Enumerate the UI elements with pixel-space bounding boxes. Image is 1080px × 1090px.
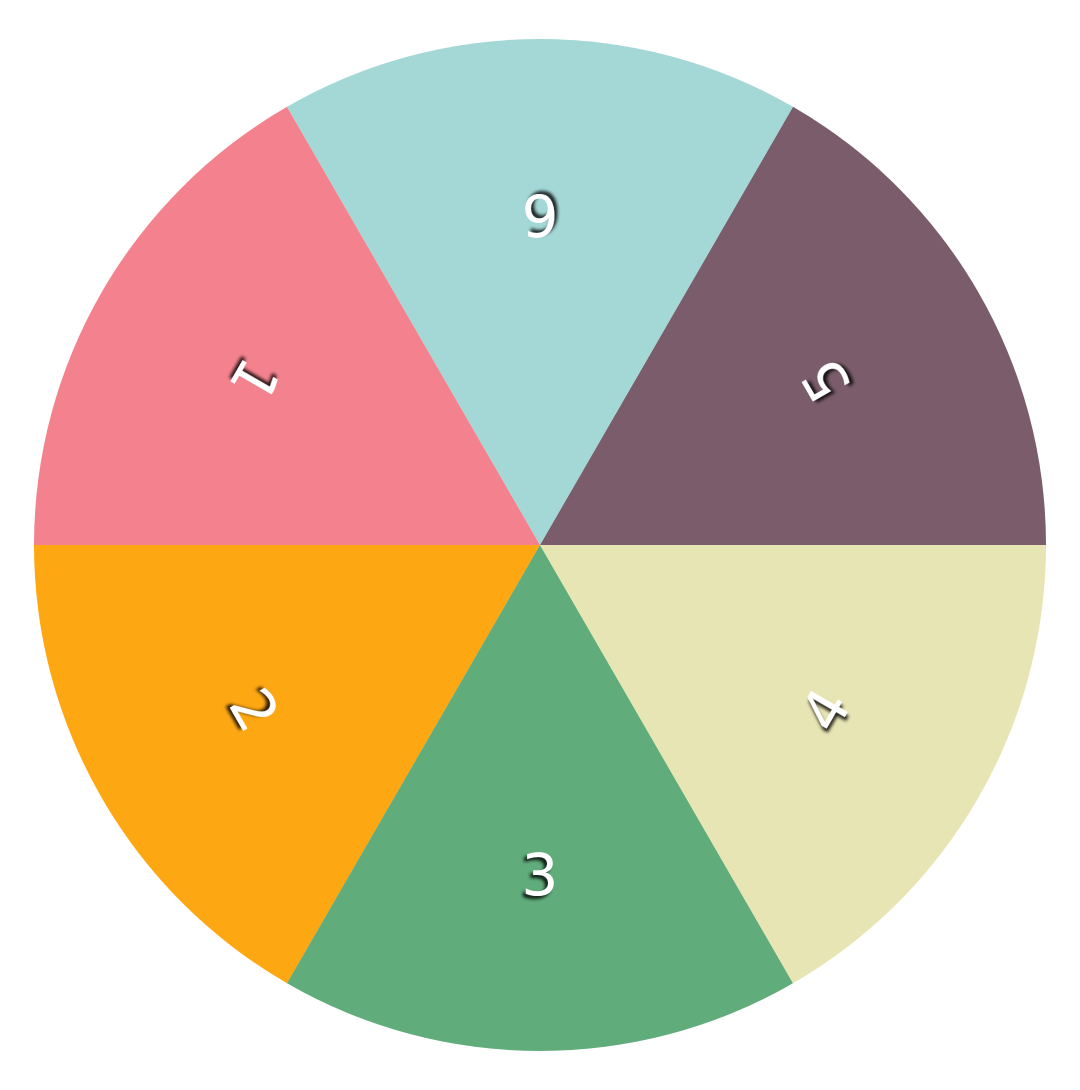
wheel-segment-5 bbox=[540, 106, 1046, 545]
wheel-segment-6 bbox=[287, 38, 793, 546]
wheel-segments bbox=[34, 38, 1046, 1052]
wheel-segment-4 bbox=[540, 545, 1046, 984]
wheel-label-3: 3 bbox=[522, 841, 559, 909]
wheel-label-6: 6 bbox=[522, 181, 559, 249]
wheel-segment-2 bbox=[34, 545, 540, 984]
wheel-segment-1 bbox=[34, 106, 540, 545]
wheel-segment-3 bbox=[287, 545, 793, 1052]
